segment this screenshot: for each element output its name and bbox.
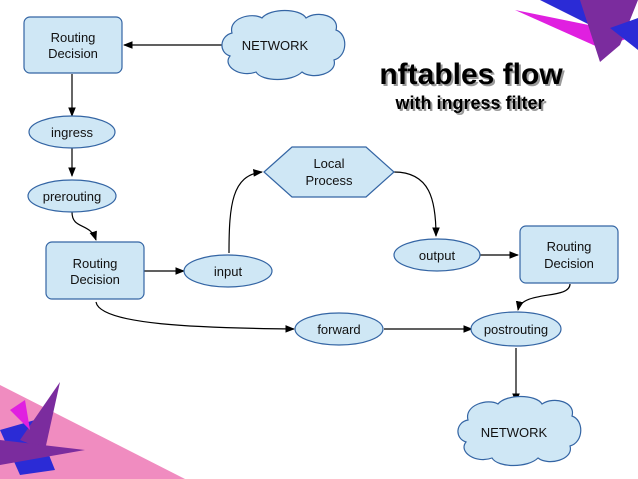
routing-decision-mid: Routing Decision (45, 241, 145, 300)
arrow-routing-to-forward (95, 301, 295, 333)
routing-decision-top: Routing Decision (23, 16, 123, 74)
routing-mid-line1: Routing (73, 256, 118, 271)
network-out-label: NETWORK (481, 425, 548, 440)
title-main: nftables flow (379, 58, 563, 91)
input-node: input (183, 254, 273, 288)
postrouting-label: postrouting (484, 322, 548, 337)
routing-right-line2: Decision (544, 256, 594, 271)
prerouting-node: prerouting (27, 179, 117, 213)
title-sub: with ingress filter (394, 93, 544, 113)
local-process-line2: Process (306, 173, 353, 188)
decoration-top-right (515, 0, 638, 62)
routing-mid-line2: Decision (70, 272, 120, 287)
arrow-input-to-local (228, 169, 263, 254)
arrow-local-to-output (393, 171, 440, 237)
prerouting-label: prerouting (43, 189, 102, 204)
forward-node: forward (294, 312, 384, 346)
postrouting-node: postrouting (470, 311, 562, 347)
title-main-shadow: nftables flow (381, 60, 565, 93)
routing-top-line1: Routing (51, 30, 96, 45)
arrow-prerouting-to-routing (71, 211, 97, 241)
output-label: output (419, 248, 456, 263)
decoration-bottom-left (0, 382, 185, 479)
output-node: output (393, 238, 481, 272)
diagram-title: nftables flow nftables flow with ingress… (379, 58, 565, 115)
routing-top-line2: Decision (48, 46, 98, 61)
ingress-label: ingress (51, 125, 93, 140)
network-in-cloud: NETWORK (221, 9, 346, 81)
title-sub-shadow: with ingress filter (396, 95, 546, 115)
forward-label: forward (317, 322, 360, 337)
routing-right-line1: Routing (547, 239, 592, 254)
network-in-label: NETWORK (242, 38, 309, 53)
local-process-node: Local Process (263, 146, 395, 198)
network-out-cloud: NETWORK (457, 395, 582, 467)
local-process-line1: Local (313, 156, 344, 171)
connectors (68, 41, 571, 403)
routing-decision-right: Routing Decision (519, 225, 619, 284)
ingress-node: ingress (28, 115, 116, 149)
input-label: input (214, 264, 243, 279)
arrow-routing-to-postrouting (515, 283, 571, 311)
